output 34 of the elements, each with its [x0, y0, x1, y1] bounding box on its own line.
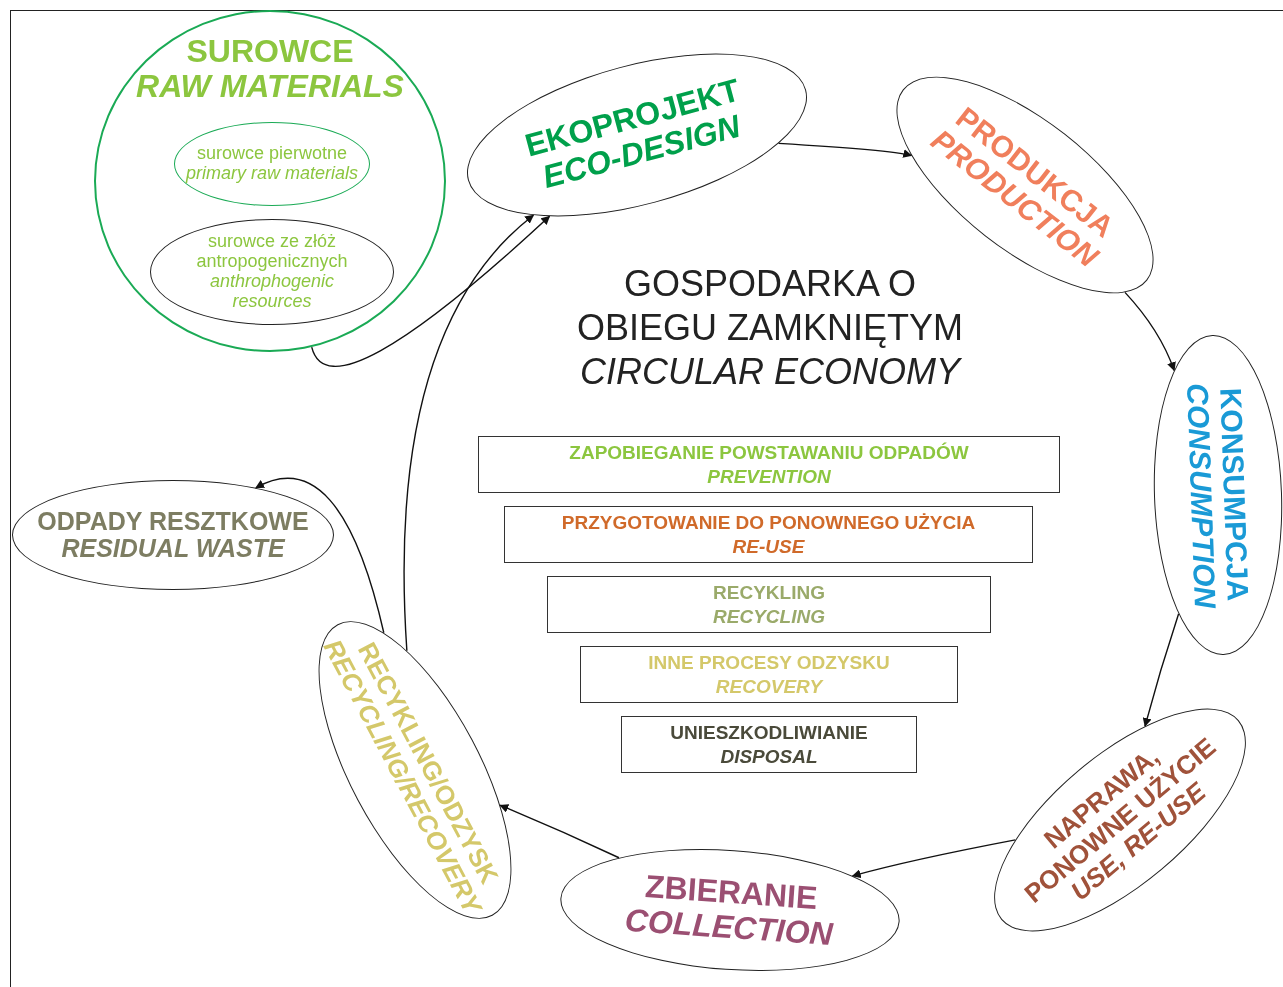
arrow — [311, 215, 551, 367]
node-label: KONSUMPCJA — [1214, 387, 1255, 602]
box-label: UNIESZKODLIWIANIE — [670, 720, 868, 745]
arrow — [255, 477, 385, 634]
group-circle — [94, 10, 446, 352]
node-label: primary raw materials — [186, 164, 358, 184]
box-label: RECYKLING — [713, 580, 825, 605]
subtitle: CIRCULAR ECONOMY — [578, 349, 963, 394]
box-label: RECYCLING — [713, 604, 825, 629]
hierarchy-box — [547, 576, 991, 633]
node-label: surowce pierwotne — [196, 144, 348, 164]
arrow — [851, 839, 1017, 879]
box-label: RE-USE — [732, 534, 805, 559]
box-label: DISPOSAL — [720, 744, 818, 769]
box-label: PREVENTION — [707, 464, 831, 489]
arrow — [1124, 291, 1176, 372]
arrow — [777, 142, 913, 159]
diagram-title: GOSPODARKA O OBIEGU ZAMKNIĘTYM — [575, 263, 963, 350]
arrow — [403, 214, 535, 652]
hierarchy-box — [504, 506, 1033, 563]
box-label: PRZYGOTOWANIE DO PONOWNEGO UŻYCIA — [561, 510, 976, 535]
box-label: ZAPOBIEGANIE POWSTAWANIU ODPADÓW — [569, 440, 969, 465]
arrow — [1142, 613, 1180, 728]
hierarchy-box — [621, 716, 917, 773]
hierarchy-box — [478, 436, 1060, 493]
box-label: RECOVERY — [715, 674, 823, 699]
group-heading: SUROWCE — [186, 34, 354, 70]
node-label: ODPADY RESZTKOWE — [37, 507, 309, 535]
node-label: RESIDUAL WASTE — [61, 535, 285, 563]
node-label: anthrophogenic resources — [208, 272, 336, 312]
box-label: INNE PROCESY ODZYSKU — [648, 650, 890, 675]
group-heading: RAW MATERIALS — [136, 69, 404, 105]
hierarchy-box — [580, 646, 958, 703]
arrow — [499, 804, 620, 859]
